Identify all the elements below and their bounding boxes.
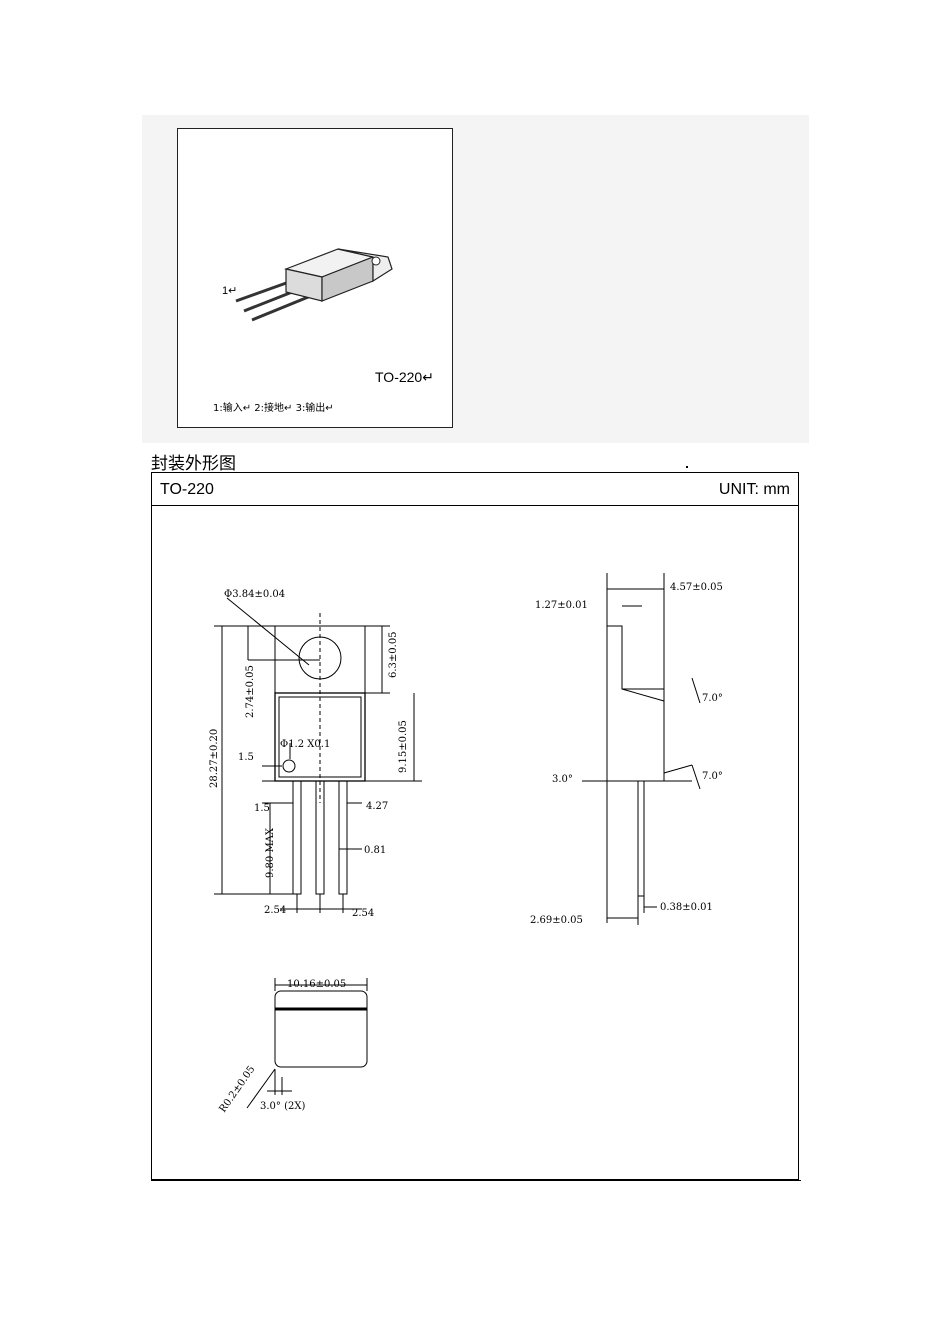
dim-r0-2: R0.2±0.05 bbox=[217, 1064, 257, 1115]
corner-mark bbox=[686, 466, 688, 468]
dim-6-3: 6.3±0.05 bbox=[388, 631, 399, 678]
dim-total-length: 28.27±0.20 bbox=[209, 729, 220, 788]
dim-angle-3-2x: 3.0° (2X) bbox=[260, 1101, 305, 1112]
dim-0-38: 0.38±0.01 bbox=[660, 902, 713, 913]
dim-angle-3: 3.0° bbox=[552, 774, 573, 785]
to220-package-illustration bbox=[235, 248, 393, 322]
dim-2-69: 2.69±0.05 bbox=[530, 915, 583, 926]
dim-1-27: 1.27±0.01 bbox=[535, 600, 588, 611]
section-title: 封装外形图 bbox=[151, 454, 236, 474]
mechanical-drawing: Φ3.84±0.04 6.3±0.05 2.74±0.05 28.27±0.20… bbox=[209, 573, 723, 1115]
dim-9-15: 9.15±0.05 bbox=[398, 720, 409, 773]
dim-4-27: 4.27 bbox=[366, 801, 388, 812]
dim-10-16: 10.16±0.05 bbox=[287, 979, 346, 990]
dim-4-57: 4.57±0.05 bbox=[670, 582, 723, 593]
dim-1-5-b: 1.5 bbox=[254, 803, 270, 814]
package-name: TO-220 bbox=[160, 481, 214, 498]
drawing-header: TO-220 UNIT: mm bbox=[152, 473, 798, 506]
dim-angle-7b: 7.0° bbox=[702, 771, 723, 782]
dim-1-5-a: 1.5 bbox=[238, 752, 254, 763]
pin1-label: 1↵ bbox=[222, 285, 238, 297]
dim-pitch-a: 2.54 bbox=[264, 905, 286, 916]
dim-0-81: 0.81 bbox=[364, 845, 386, 856]
dim-hole-dia: Φ3.84±0.04 bbox=[224, 589, 285, 600]
dim-angle-7a: 7.0° bbox=[702, 693, 723, 704]
pin-description: 1:输入↵ 2:接地↵ 3:输出↵ bbox=[213, 403, 334, 414]
dimension-drawing-frame: TO-220 UNIT: mm bbox=[151, 472, 799, 1180]
bottom-rule bbox=[151, 1180, 801, 1181]
dim-2-74: 2.74±0.05 bbox=[245, 665, 256, 718]
package-photo-panel: 1↵ TO-220↵ 1:输入↵ 2:接地↵ 3:输出↵ bbox=[177, 128, 453, 428]
dim-pitch-b: 2.54 bbox=[352, 908, 374, 919]
dim-9-80: 9.80 MAX bbox=[265, 827, 276, 878]
unit-label: UNIT: mm bbox=[718, 481, 790, 498]
package-label: TO-220↵ bbox=[375, 369, 434, 385]
dim-pin-dia: Φ1.2 X0.1 bbox=[280, 739, 330, 750]
